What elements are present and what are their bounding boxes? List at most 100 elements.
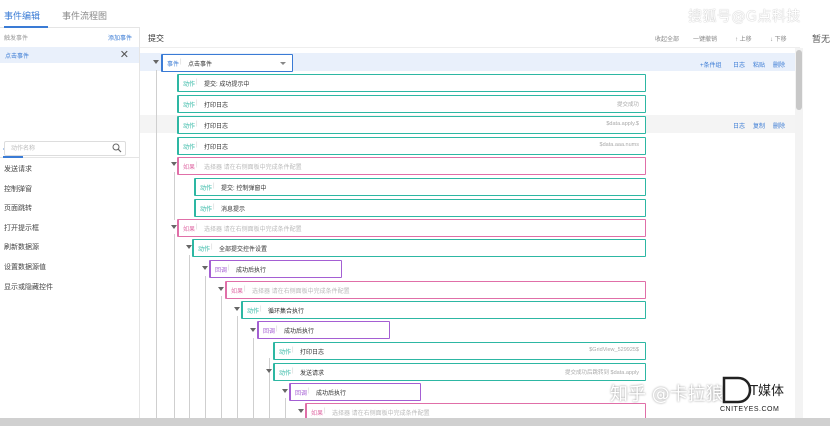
action-item[interactable]: 打开提示框 xyxy=(4,224,39,232)
horizontal-scrollbar[interactable] xyxy=(0,418,830,426)
node-text: 打印日志 xyxy=(204,124,229,130)
action-node[interactable]: 动作 | 打印日志 $data.apply.$ xyxy=(177,116,646,134)
add-event-link[interactable]: 添加事件 xyxy=(107,36,132,42)
action-node[interactable]: 动作 | 循环集合执行 xyxy=(241,301,646,319)
log-button[interactable]: 日志 xyxy=(733,124,746,130)
expand-arrow-icon[interactable] xyxy=(171,225,177,229)
action-node[interactable]: 动作 | 发送请求 提交成功后跳转到 $data.apply xyxy=(273,363,646,381)
action-item[interactable]: 刷新数据源 xyxy=(4,244,39,252)
active-tab-indicator xyxy=(4,26,48,28)
node-type-label: 动作 xyxy=(183,82,196,88)
chevron-down-icon[interactable] xyxy=(280,62,286,65)
action-node[interactable]: 动作 | 打印日志 $GridView_529925$ xyxy=(273,342,646,360)
action-node[interactable]: 动作 | 提交: 成功提示中 xyxy=(177,74,646,92)
expand-arrow-icon[interactable] xyxy=(298,409,304,413)
node-separator: | xyxy=(244,286,246,292)
condition-node[interactable]: 如果 | 选择器 请在右侧面板中完成条件配置 xyxy=(177,219,646,237)
node-text: 提交: 控制弹窗中 xyxy=(221,186,267,192)
node-separator: | xyxy=(180,59,182,65)
expand-arrow-icon[interactable] xyxy=(266,369,272,373)
expand-arrow-icon[interactable] xyxy=(282,389,288,393)
action-item[interactable]: 控制弹窗 xyxy=(4,185,32,193)
collapse-all-button[interactable]: 收起全部 xyxy=(655,37,680,43)
node-type-label: 如果 xyxy=(231,289,244,295)
tab-event-edit[interactable]: 事件编辑 xyxy=(4,11,41,21)
node-separator: | xyxy=(292,347,294,353)
delete-button[interactable]: 删除 xyxy=(773,63,786,69)
action-search-input[interactable] xyxy=(4,141,126,156)
expand-arrow-icon[interactable] xyxy=(234,307,240,311)
callback-node[interactable]: 回调 | 成功后执行 xyxy=(289,383,421,401)
node-separator: | xyxy=(196,79,198,85)
node-type-label: 如果 xyxy=(183,165,196,171)
right-panel-label: 暂无 xyxy=(812,34,830,44)
close-icon[interactable]: ✕ xyxy=(119,49,129,61)
event-item-click[interactable]: 点击事件 ✕ xyxy=(0,47,139,63)
node-type-label: 事件 xyxy=(167,62,180,68)
event-list-label: 触发事件 xyxy=(4,36,29,42)
node-separator: | xyxy=(196,100,198,106)
action-node[interactable]: 动作 | 打印日志 $data.aaa.nums xyxy=(177,137,646,155)
node-type-label: 如果 xyxy=(183,227,196,233)
tab-event-flowchart[interactable]: 事件流程图 xyxy=(62,11,108,21)
action-item[interactable]: 显示或隐藏控件 xyxy=(4,283,53,291)
tree-guide-line xyxy=(189,255,190,418)
expand-arrow-icon[interactable] xyxy=(202,266,208,270)
action-item[interactable]: 页面跳转 xyxy=(4,205,32,213)
node-text: 选择器 请在右侧面板中完成条件配置 xyxy=(332,411,430,417)
watermark-domain: CNITEYES.COM xyxy=(720,406,780,413)
expand-arrow-icon[interactable] xyxy=(218,287,224,291)
node-text: 选择器 请在右侧面板中完成条件配置 xyxy=(204,227,302,233)
node-value: 提交成功 xyxy=(616,102,639,108)
paste-button[interactable]: 粘贴 xyxy=(753,63,766,69)
event-node[interactable]: 事件 | 点击事件 xyxy=(161,54,293,72)
copy-button[interactable]: 复制 xyxy=(753,124,766,130)
action-list: 发送请求 控制弹窗 页面跳转 打开提示框 刷新数据源 设置数据源值 显示或隐藏控… xyxy=(4,164,134,301)
condition-node[interactable]: 如果 | 选择器 请在右侧面板中完成条件配置 xyxy=(225,281,646,299)
node-type-label: 动作 xyxy=(200,207,213,213)
watermark-text: 搜狐号@G点科技 xyxy=(688,9,801,25)
action-node[interactable]: 动作 | 打印日志 提交成功 xyxy=(177,95,646,113)
event-select[interactable]: 点击事件 xyxy=(188,62,213,68)
add-condition-group-button[interactable]: +条件组 xyxy=(700,63,722,69)
expand-arrow-icon[interactable] xyxy=(153,60,159,64)
action-item[interactable]: 发送请求 xyxy=(4,166,32,173)
node-type-label: 回调 xyxy=(215,268,228,274)
callback-node[interactable]: 回调 | 成功后执行 xyxy=(209,260,342,278)
tree-guide-line xyxy=(174,234,175,418)
action-item[interactable]: 设置数据源值 xyxy=(4,263,46,271)
node-separator: | xyxy=(213,183,215,189)
move-up-button[interactable]: ↑ 上移 xyxy=(735,37,752,43)
expand-arrow-icon[interactable] xyxy=(250,328,256,332)
node-separator: | xyxy=(196,142,198,148)
node-text: 循环集合执行 xyxy=(268,309,305,315)
condition-node[interactable]: 如果 | 选择器 请在右侧面板中完成条件配置 xyxy=(177,157,646,175)
delete-button[interactable]: 删除 xyxy=(773,124,786,130)
action-node[interactable]: 动作 | 全部提交控件设置 xyxy=(192,239,646,257)
tree-guide-line xyxy=(174,172,175,220)
node-value: $data.aaa.nums xyxy=(599,142,639,148)
tree-guide-line xyxy=(205,276,206,418)
tree-guide-line xyxy=(269,358,270,418)
node-text: 打印日志 xyxy=(204,103,229,109)
node-separator: | xyxy=(324,408,326,414)
node-value: 提交成功后跳转到 $data.apply xyxy=(565,370,639,376)
node-type-label: 回调 xyxy=(295,391,308,397)
move-down-button[interactable]: ↓ 下移 xyxy=(770,37,787,43)
node-type-label: 动作 xyxy=(183,124,196,130)
vertical-scrollbar-thumb[interactable] xyxy=(796,50,802,110)
node-text: 成功后执行 xyxy=(284,329,315,335)
search-icon[interactable] xyxy=(112,143,122,153)
vertical-scrollbar-track[interactable] xyxy=(795,48,803,418)
callback-node[interactable]: 回调 | 成功后执行 xyxy=(257,321,390,339)
top-tab-bar: 事件编辑 事件流程图 xyxy=(0,0,140,28)
expand-arrow-icon[interactable] xyxy=(186,245,192,249)
log-button[interactable]: 日志 xyxy=(733,63,746,69)
node-type-label: 动作 xyxy=(279,350,292,356)
node-separator: | xyxy=(260,306,262,312)
action-node[interactable]: 动作 | 提交: 控制弹窗中 xyxy=(194,178,646,196)
tree-guide-line xyxy=(253,338,254,418)
undo-button[interactable]: 一键撤销 xyxy=(693,37,718,43)
expand-arrow-icon[interactable] xyxy=(171,162,177,166)
action-node[interactable]: 动作 | 消息提示 xyxy=(194,199,646,217)
